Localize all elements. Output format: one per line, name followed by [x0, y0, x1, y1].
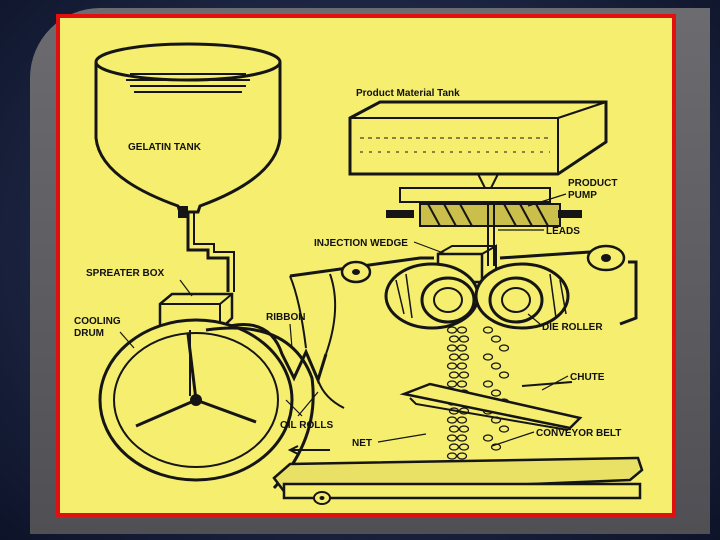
label-ribbon: RIBBON	[266, 312, 305, 323]
label-product-material-tank: Product Material Tank	[356, 88, 460, 99]
figure-frame: GELATIN TANK Product Material Tank PRODU…	[56, 14, 676, 517]
capsule	[450, 336, 459, 342]
capsule	[450, 426, 459, 432]
capsule	[484, 354, 493, 360]
capsule	[460, 372, 469, 378]
label-gelatin-tank: GELATIN TANK	[128, 142, 202, 153]
label-oil-rolls: OIL ROLLS	[280, 420, 333, 431]
capsule	[458, 327, 467, 333]
capsule	[492, 363, 501, 369]
capsule	[458, 453, 467, 459]
label-chute: CHUTE	[570, 372, 605, 383]
label-spreader-box: SPREATER BOX	[86, 268, 164, 279]
capsule	[448, 453, 457, 459]
capsule	[460, 426, 469, 432]
capsule	[448, 345, 457, 351]
chute	[404, 382, 580, 430]
capsule	[500, 345, 509, 351]
capsule	[484, 381, 493, 387]
label-product-pump-line-1: PRODUCT	[568, 178, 617, 189]
capsule	[458, 417, 467, 423]
label-die-roller: DIE ROLLER	[542, 322, 603, 333]
capsule	[458, 435, 467, 441]
capsule	[460, 354, 469, 360]
capsule	[458, 345, 467, 351]
capsule	[460, 444, 469, 450]
label-net: NET	[352, 438, 372, 449]
capsule	[448, 363, 457, 369]
capsule	[450, 354, 459, 360]
capsule	[458, 381, 467, 387]
label-conveyor-belt: CONVEYOR BELT	[536, 428, 621, 439]
capsule	[448, 381, 457, 387]
capsule	[484, 327, 493, 333]
capsule	[448, 417, 457, 423]
label-cooling-drum-line-1: COOLING	[74, 316, 121, 327]
capsule	[500, 426, 509, 432]
capsule	[492, 336, 501, 342]
softgel-machine-diagram: GELATIN TANK Product Material Tank PRODU…	[60, 18, 672, 513]
capsule	[460, 336, 469, 342]
label-cooling-drum-line-2: DRUM	[74, 328, 104, 339]
capsule	[448, 327, 457, 333]
capsule	[484, 435, 493, 441]
capsule	[500, 372, 509, 378]
capsule	[458, 363, 467, 369]
label-product-pump-line-2: PUMP	[568, 190, 597, 201]
capsule	[450, 372, 459, 378]
capsule	[448, 435, 457, 441]
gelatin-tank	[96, 44, 280, 292]
label-leads: LEADS	[546, 226, 580, 237]
capsule	[492, 390, 501, 396]
capsule	[450, 444, 459, 450]
label-injection-wedge: INJECTION WEDGE	[314, 238, 408, 249]
